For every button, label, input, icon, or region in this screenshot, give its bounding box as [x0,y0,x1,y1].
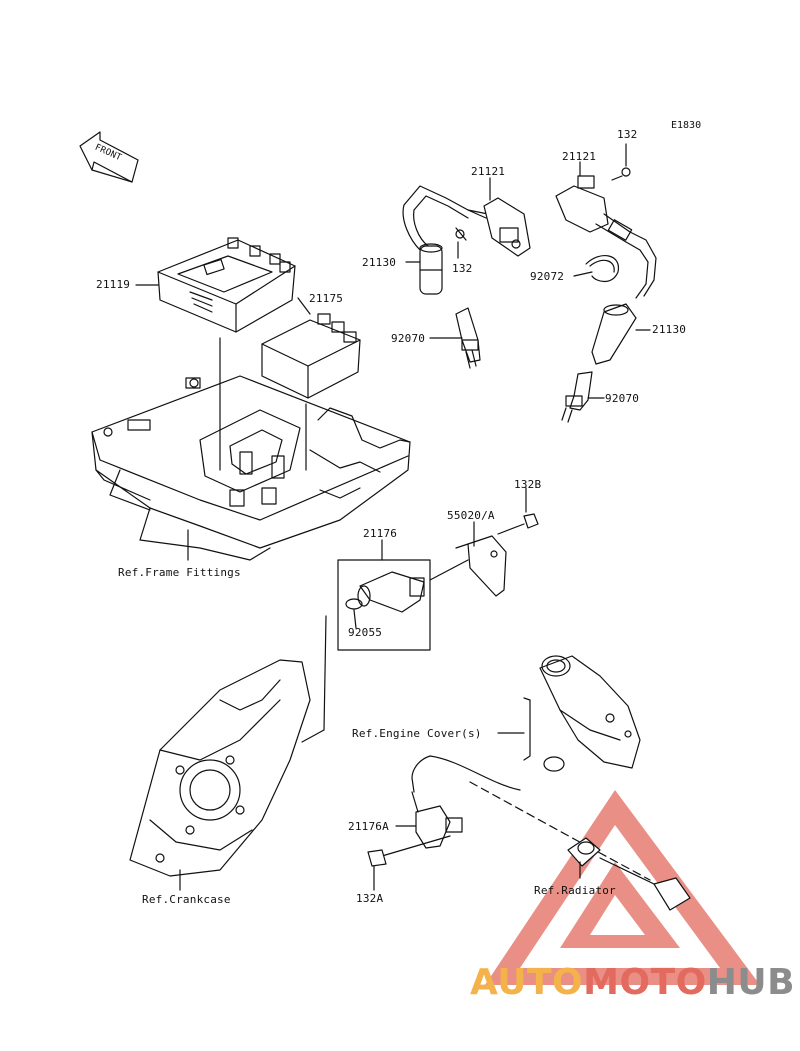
ref-engine-covers: Ref.Engine Cover(s) [352,727,482,740]
ignition-coil-left [402,185,531,257]
watermark-part1: AUTO [470,962,584,1003]
callout-132a: 132A [356,892,384,905]
plug-cap-right [591,303,637,365]
callout-21176: 21176 [363,527,398,540]
label-leaders [135,143,651,891]
watermark-part3: HUB [706,962,796,1003]
spark-plug-left [455,307,481,369]
engine-cover [523,655,641,772]
crankcase [129,615,327,877]
watermark-part2: MOTO [583,962,707,1003]
callout-92070-right: 92070 [605,392,640,405]
callout-21119: 21119 [96,278,131,291]
callout-21176a: 21176A [348,820,389,833]
diagram-code: E1830 [671,120,702,131]
callout-21121-left: 21121 [471,165,506,178]
callout-92055: 92055 [348,626,383,639]
ref-radiator: Ref.Radiator [534,884,616,897]
callout-132-top: 132 [617,128,638,141]
callout-21175: 21175 [309,292,344,305]
sensor-21176a [367,755,521,867]
callout-55020a: 55020/A [447,509,495,522]
callout-21130-left: 21130 [362,256,397,269]
callout-21130-right: 21130 [652,323,687,336]
callout-21121-right: 21121 [562,150,597,163]
bolt-132b [497,513,539,535]
band-clamp [585,255,619,283]
ecu-unit [157,237,296,333]
relay-unit [261,313,361,399]
plug-cap-left [419,243,443,295]
frame-tray [91,375,411,561]
ref-frame-fittings: Ref.Frame Fittings [118,566,241,579]
bracket-55020a [455,535,507,597]
callout-132b: 132B [514,478,542,491]
ignition-coil-right [555,167,657,299]
front-arrow-icon [79,131,139,183]
ref-crankcase: Ref.Crankcase [142,893,231,906]
callout-92070-left: 92070 [391,332,426,345]
watermark-triangle [485,790,760,985]
dashed-leader [469,781,577,841]
callout-132-mid: 132 [452,262,473,275]
sensor-group-box [337,559,469,651]
radiator-fitting [567,837,691,911]
spark-plug-right [561,371,593,423]
watermark-logo: AUTOMOTOHUB [470,962,795,1003]
callout-92072: 92072 [530,270,565,283]
